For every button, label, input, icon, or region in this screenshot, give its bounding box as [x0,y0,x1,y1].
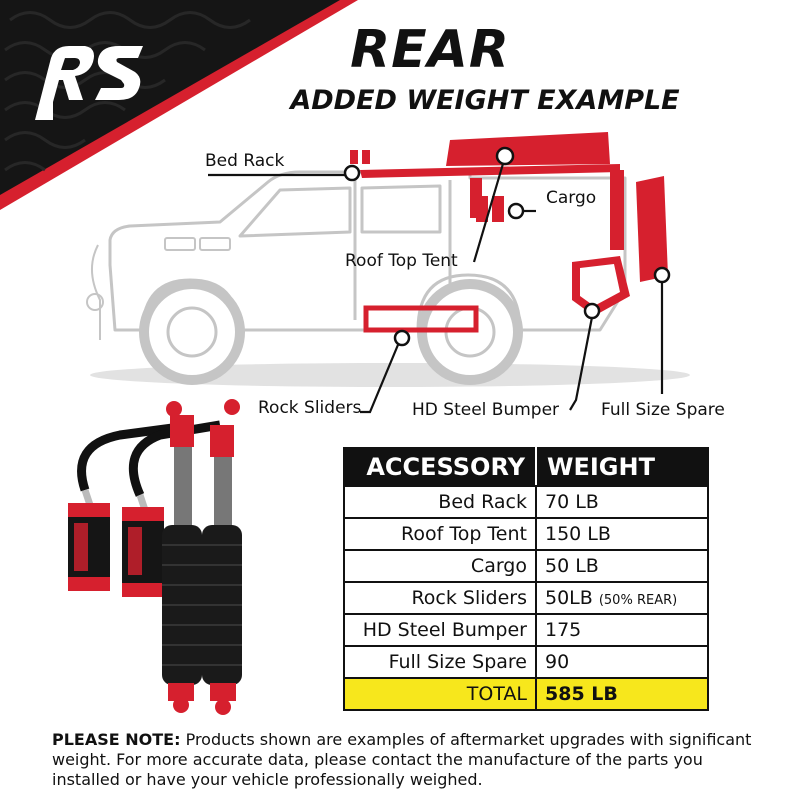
rock-slider-shape [363,305,479,333]
cargo-marker [507,202,525,220]
callout-rock-sliders: Rock Sliders [258,398,362,418]
roof-rack-bar [360,164,620,178]
table-row: HD Steel Bumper 175 [343,613,709,647]
weight-cell: 70 LB [535,485,709,519]
weight-cell: 90 [535,645,709,679]
table-row: Rock Sliders 50LB (50% REAR) [343,581,709,615]
accessory-cell: Cargo [343,549,537,583]
weight-cell: 50 LB [535,549,709,583]
callout-bed-rack: Bed Rack [205,151,285,171]
table-row: Cargo 50 LB [343,549,709,583]
weight-value: 50LB [545,587,593,609]
rock-sliders-marker [393,329,411,347]
page-subtitle: ADDED WEIGHT EXAMPLE [290,85,680,116]
note-label: PLEASE NOTE: [52,730,181,749]
full-size-spare-shape [636,176,668,282]
callout-cargo: Cargo [546,188,597,208]
column-header-accessory: ACCESSORY [343,447,537,487]
hd-steel-bumper-marker [583,302,601,320]
accessory-cell: Full Size Spare [343,645,537,679]
disclaimer-note: PLEASE NOTE: Products shown are examples… [52,730,762,790]
cargo-shape [476,196,488,222]
total-label: TOTAL [343,677,537,711]
callout-hd-steel-bumper: HD Steel Bumper [412,400,560,420]
ground-shadow [90,363,690,387]
full-size-spare-marker [653,266,671,284]
bed-rack-shape [350,150,358,164]
total-value: 585 LB [535,677,709,711]
shock-absorbers-image [68,399,242,715]
total-row: TOTAL 585 LB [343,677,709,711]
bed-rack-marker [343,164,361,182]
accessory-cell: Rock Sliders [343,581,537,615]
weight-cell: 50LB (50% REAR) [535,581,709,615]
weight-cell: 150 LB [535,517,709,551]
callout-full-size-spare: Full Size Spare [601,400,725,420]
accessory-highlights [350,132,668,316]
accessory-cell: HD Steel Bumper [343,613,537,647]
weight-cell: 175 [535,613,709,647]
table-row: Bed Rack 70 LB [343,485,709,519]
callout-roof-top-tent: Roof Top Tent [345,251,458,271]
table-row: Roof Top Tent 150 LB [343,517,709,551]
table-row: Full Size Spare 90 [343,645,709,679]
column-header-weight: WEIGHT [535,447,709,487]
roof-top-tent-marker [495,146,515,166]
rs-logo-mark [35,46,143,120]
rs-logo [25,28,145,120]
table-header-row: ACCESSORY WEIGHT [343,447,709,487]
page-title: REAR [350,20,510,80]
weight-note: (50% REAR) [598,593,678,608]
accessory-cell: Bed Rack [343,485,537,519]
roof-top-tent-shape [446,132,610,166]
note-text: Products shown are examples of aftermark… [52,730,752,789]
accessory-weight-table: ACCESSORY WEIGHT Bed Rack 70 LB Roof Top… [343,447,709,711]
accessory-cell: Roof Top Tent [343,517,537,551]
